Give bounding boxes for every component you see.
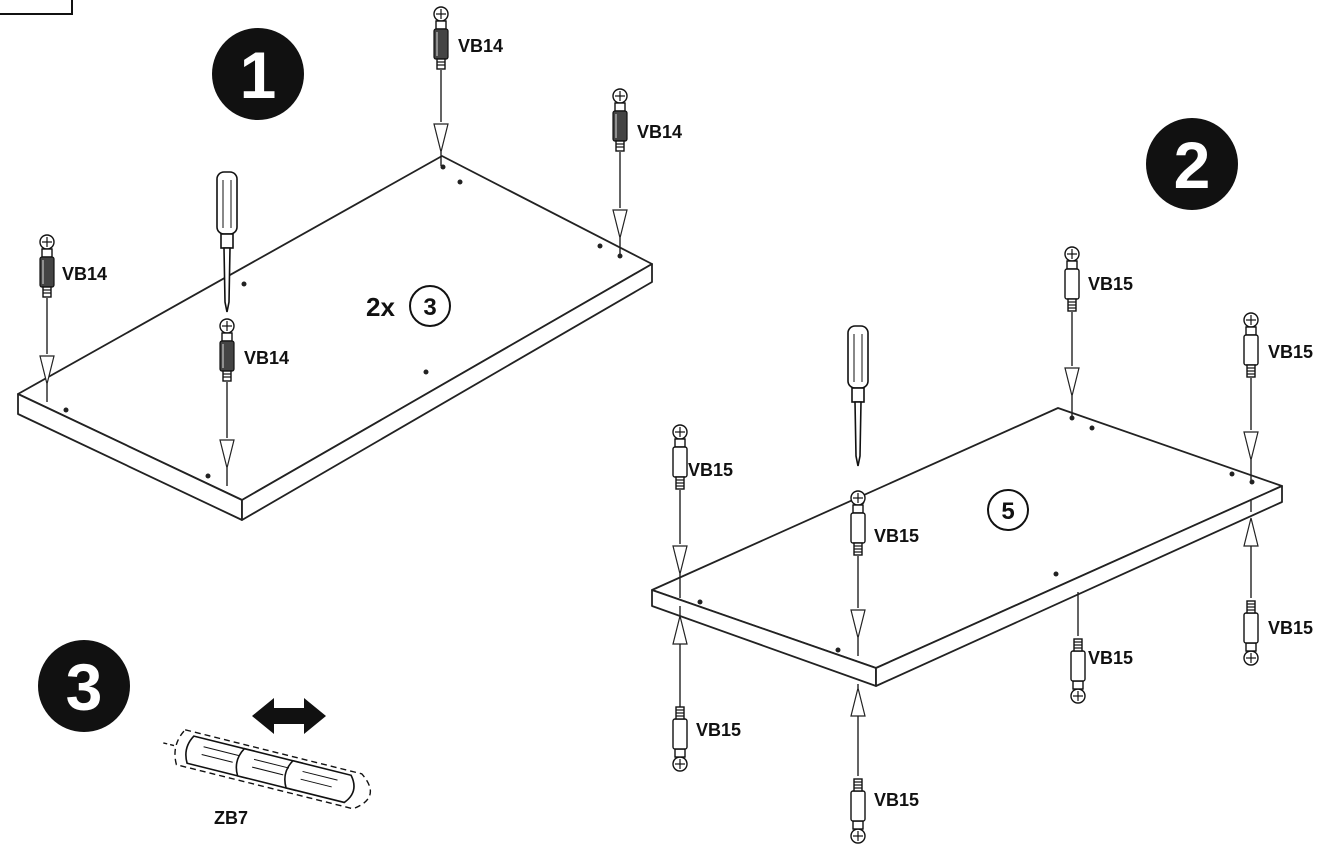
- vb14-label: VB14: [637, 122, 682, 142]
- part-3-number: 3: [423, 294, 436, 321]
- vb15-dowel: [1243, 500, 1259, 665]
- step-1-quantity: 2x: [366, 292, 395, 322]
- vb15-label: VB15: [1268, 618, 1313, 638]
- vb14-dowel: [612, 88, 628, 256]
- vb15-dowel: [850, 490, 866, 656]
- step-1: 1 2x 3: [17, 6, 682, 521]
- vb14-dowel: [433, 6, 449, 166]
- frame-corner: [0, 0, 73, 15]
- step-1-number: 1: [240, 38, 277, 112]
- vb15-label: VB15: [874, 526, 919, 546]
- part-5-badge: 5: [987, 489, 1029, 531]
- vb15-label: VB15: [696, 720, 741, 740]
- step-2: 2 5 VB1: [651, 118, 1313, 843]
- step-1-badge: 1: [212, 28, 304, 120]
- zb7-label: ZB7: [214, 808, 248, 828]
- vb15-dowel: [1064, 246, 1080, 416]
- step-3-badge: 3: [38, 640, 130, 732]
- part-3-badge: 3: [409, 285, 451, 327]
- zb7-fitting: [163, 729, 371, 810]
- vb15-label: VB15: [1268, 342, 1313, 362]
- vb14-label: VB14: [62, 264, 107, 284]
- vb15-dowel: [850, 684, 866, 843]
- vb15-label: VB15: [1088, 274, 1133, 294]
- vb14-dowel: [39, 234, 55, 402]
- vb15-label: VB15: [688, 460, 733, 480]
- step-2-number: 2: [1174, 128, 1211, 202]
- step-3: 3 ZB7: [38, 640, 371, 828]
- step-3-number: 3: [66, 650, 103, 724]
- part-5-number: 5: [1001, 498, 1014, 525]
- vb15-label: VB15: [1088, 648, 1133, 668]
- vb15-dowel: [1071, 592, 1085, 703]
- step-2-badge: 2: [1146, 118, 1238, 210]
- vb15-dowel: [672, 606, 688, 771]
- panel-3: [17, 155, 653, 521]
- vb14-label: VB14: [244, 348, 289, 368]
- panel-5: [651, 407, 1283, 687]
- double-arrow-icon: [252, 698, 326, 734]
- vb14-dowel: [219, 318, 235, 486]
- vb15-dowel: [672, 424, 688, 598]
- vb14-label: VB14: [458, 36, 503, 56]
- vb15-dowel: [1243, 312, 1259, 480]
- screwdriver-icon: [847, 325, 869, 467]
- vb15-label: VB15: [874, 790, 919, 810]
